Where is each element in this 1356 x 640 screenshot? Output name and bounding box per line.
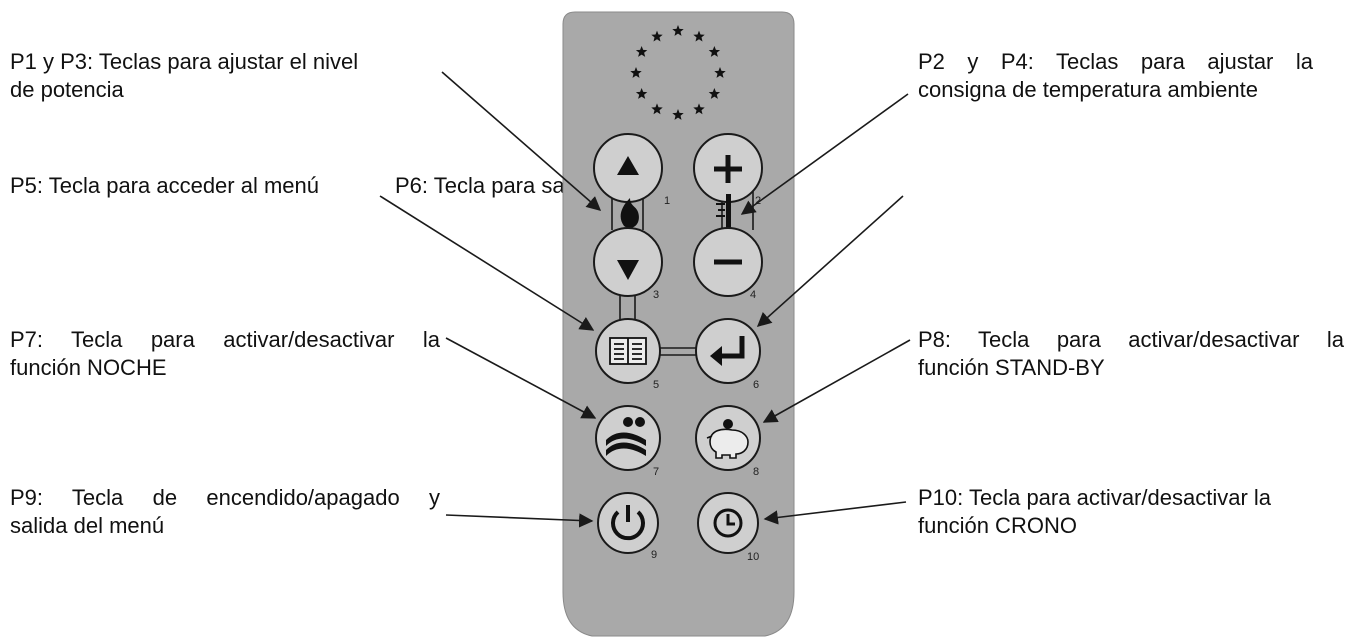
key-p8[interactable]: 8: [695, 405, 761, 478]
star-icon: [672, 25, 684, 36]
key-p6[interactable]: 6: [695, 318, 761, 391]
flame-icon: [620, 198, 639, 229]
key-p4-number: 4: [750, 289, 756, 301]
arrow-p7: [445, 337, 597, 419]
key-p1-number: 1: [664, 195, 670, 207]
label-p8-line1: P8: Tecla para activar/desactivar la: [918, 327, 1344, 352]
clock-icon: [713, 508, 743, 538]
key-p9[interactable]: 9: [597, 492, 659, 561]
power-icon: [611, 505, 645, 541]
night-mode-icon: [606, 417, 646, 456]
book-menu-icon: [609, 337, 647, 365]
arrow-p10: [763, 501, 907, 525]
star-icon: [693, 30, 705, 42]
key-p10-number: 10: [747, 551, 759, 563]
piggy-bank-icon: [706, 419, 749, 459]
key-p7[interactable]: 7: [595, 405, 661, 478]
key-p4[interactable]: 4: [693, 227, 763, 301]
label-p2-p4-line1: P2 y P4: Teclas para ajustar la: [918, 49, 1313, 74]
arrow-p9: [445, 513, 594, 528]
label-p9-line2: salida del menú: [10, 513, 165, 538]
key-p3[interactable]: 3: [593, 227, 663, 301]
label-p1-p3-line2: de potencia: [10, 77, 124, 102]
key-p8-number: 8: [753, 466, 759, 478]
label-p8-line2: función STAND-BY: [918, 355, 1105, 380]
label-p1-p3-line1: P1 y P3: Teclas para ajustar el nivel: [10, 49, 359, 74]
label-p1-p3: P1 y P3: Teclas para ajustar el nivel de…: [10, 48, 422, 104]
enter-return-icon: [716, 336, 745, 359]
arrow-p8: [762, 339, 911, 423]
key-p1[interactable]: 1: [593, 133, 670, 229]
key-p6-number: 6: [753, 379, 759, 391]
label-p10: P10: Tecla para activar/desactivar la fu…: [918, 484, 1344, 540]
label-p7-line1: P7: Tecla para activar/desactivar la: [10, 327, 440, 352]
label-p8: P8: Tecla para activar/desactivar la fun…: [918, 326, 1344, 382]
label-p10-line1: P10: Tecla para activar/desactivar la: [918, 485, 1271, 510]
pointer-arrows: [379, 71, 911, 528]
label-p5: P5: Tecla para acceder al menú: [10, 172, 319, 200]
arrow-p5: [379, 195, 595, 331]
star-icon: [714, 67, 726, 78]
label-p9-line1: P9: Tecla de encendido/apagado y: [10, 485, 440, 510]
star-icon: [708, 46, 721, 57]
label-p7-line2: función NOCHE: [10, 355, 167, 380]
star-icon: [651, 30, 663, 42]
label-p2-p4: P2 y P4: Teclas para ajustar la consigna…: [918, 48, 1313, 104]
label-p5-text: P5: Tecla para acceder al menú: [10, 173, 319, 198]
eu-stars-logo: [630, 25, 726, 120]
label-p2-p4-line2: consigna de temperatura ambiente: [918, 77, 1258, 102]
label-p9: P9: Tecla de encendido/apagado y salida …: [10, 484, 440, 540]
arrow-down-icon: [617, 260, 639, 280]
star-icon: [635, 88, 648, 99]
star-icon: [635, 46, 648, 57]
key-p10[interactable]: 10: [697, 492, 759, 563]
label-p7: P7: Tecla para activar/desactivar la fun…: [10, 326, 440, 382]
arrow-p1-p3: [441, 71, 602, 211]
star-icon: [693, 103, 705, 115]
arrow-p6: [756, 195, 904, 327]
arrow-up-icon: [617, 156, 639, 175]
star-icon: [630, 67, 642, 78]
star-icon: [708, 88, 721, 99]
key-p7-number: 7: [653, 466, 659, 478]
key-p5-number: 5: [653, 379, 659, 391]
arrow-p2-p4: [740, 93, 909, 215]
plus-icon: [714, 155, 742, 183]
star-icon: [672, 109, 684, 120]
label-p10-line2: función CRONO: [918, 513, 1077, 538]
key-p3-number: 3: [653, 289, 659, 301]
star-icon: [651, 103, 663, 115]
key-p9-number: 9: [651, 549, 657, 561]
key-p5[interactable]: 5: [595, 318, 661, 391]
key-p2-number: 2: [755, 195, 761, 207]
